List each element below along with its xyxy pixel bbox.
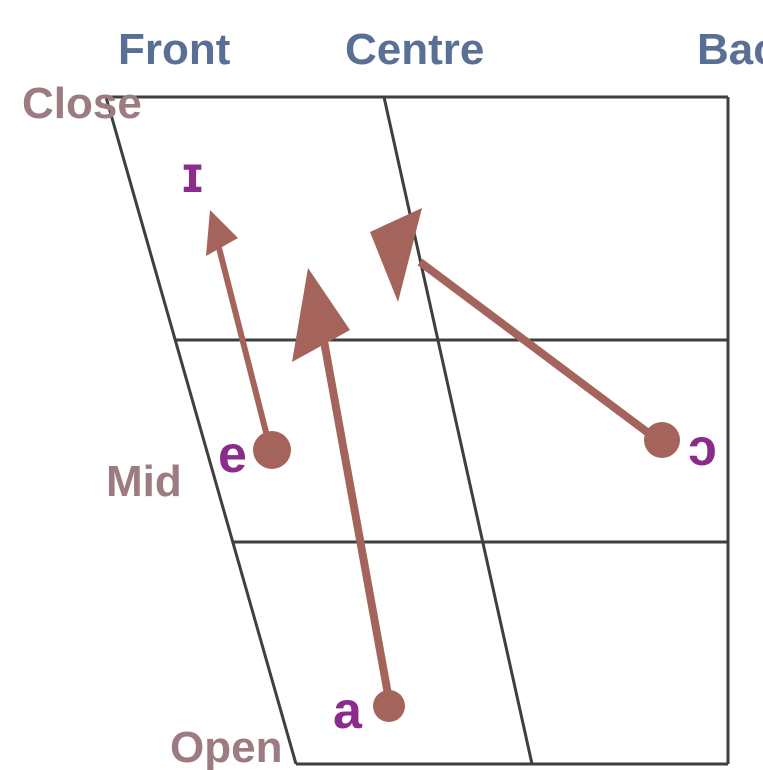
arrow-e-to-i [206, 210, 291, 469]
arrow-shaft [214, 239, 271, 441]
arrow-o-to-centre [370, 208, 680, 458]
start-dot [373, 690, 405, 722]
vowel-open-o: ɔ [688, 419, 717, 477]
arrow-shaft [417, 258, 658, 442]
vowel-i: ɪ [182, 146, 203, 204]
label-front: Front [118, 25, 231, 74]
arrowhead [370, 208, 422, 302]
diphthong-arrows [206, 208, 680, 722]
label-back: Back [697, 25, 763, 74]
front-edge [104, 96, 298, 765]
label-open: Open [170, 723, 282, 770]
arrowhead [206, 210, 238, 256]
start-dot [644, 422, 680, 458]
arrow-shaft [318, 329, 393, 701]
centre-edge [382, 96, 534, 765]
arrowhead [292, 268, 350, 362]
vowel-a: a [333, 682, 363, 740]
label-close: Close [22, 79, 142, 128]
label-mid: Mid [106, 457, 182, 506]
vowel-quadrilateral [104, 95, 730, 766]
start-dot [253, 431, 291, 469]
label-centre: Centre [345, 25, 484, 74]
arrow-a-to-centre [292, 268, 405, 722]
vowel-e: e [218, 426, 247, 484]
